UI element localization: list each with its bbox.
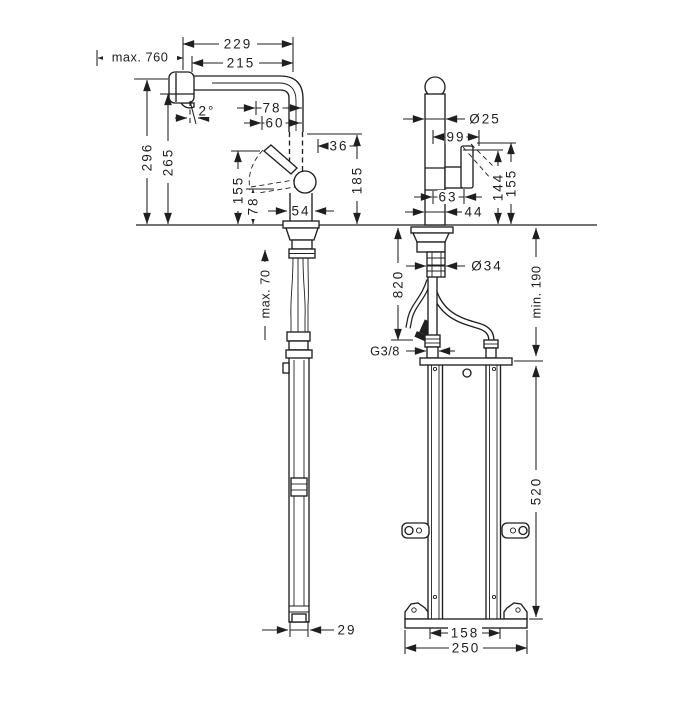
svg-text:max. 760: max. 760 <box>112 50 169 65</box>
svg-text:2°: 2° <box>199 104 216 119</box>
svg-text:78: 78 <box>246 196 261 215</box>
svg-text:max. 70: max. 70 <box>258 269 273 318</box>
front-sbox-body <box>419 357 513 619</box>
svg-text:54: 54 <box>291 204 310 219</box>
front-view <box>401 76 530 629</box>
svg-text:min. 190: min. 190 <box>529 265 544 318</box>
dim-side-29: 29 <box>336 623 358 638</box>
side-spout-outline <box>190 75 304 132</box>
dim-side-36: 36 <box>328 139 350 154</box>
dim-front-dia34: Ø34 <box>467 259 507 274</box>
dim-front-820: 820 <box>390 263 406 305</box>
front-handle <box>444 143 496 189</box>
front-right-port <box>483 339 499 359</box>
svg-text:Ø25: Ø25 <box>469 112 501 127</box>
svg-text:78: 78 <box>262 101 281 116</box>
dim-side-215: 215 <box>223 56 259 71</box>
dim-front-144: 144 <box>490 166 506 208</box>
svg-text:250: 250 <box>452 641 481 656</box>
front-sbox-feet <box>404 602 528 629</box>
side-sbox-tube <box>282 331 313 623</box>
dim-side-155: 155 <box>230 169 246 211</box>
svg-text:158: 158 <box>451 626 480 641</box>
svg-text:144: 144 <box>491 173 506 202</box>
dim-side-78-offset: 78 <box>261 101 283 116</box>
svg-text:44: 44 <box>464 205 483 220</box>
svg-text:60: 60 <box>265 116 284 131</box>
side-escutcheon-shank <box>285 227 319 259</box>
svg-text:155: 155 <box>231 176 246 205</box>
svg-text:63: 63 <box>438 190 457 205</box>
front-view-labels: Ø25 99 144 155 63 44 Ø34 820 G3/8 min. 1… <box>364 112 544 656</box>
dim-side-max760: max. 760 <box>103 50 177 65</box>
dim-front-63: 63 <box>437 190 459 205</box>
dim-front-dia25: Ø25 <box>465 112 505 127</box>
dim-side-296: 296 <box>139 136 155 178</box>
front-dimension-lines <box>391 115 543 654</box>
dim-side-78-height: 78 <box>245 193 261 219</box>
svg-text:265: 265 <box>161 148 176 177</box>
dim-side-max70: max. 70 <box>257 262 273 326</box>
svg-text:99: 99 <box>446 130 465 145</box>
dim-front-520: 520 <box>528 470 544 512</box>
dim-side-265: 265 <box>160 141 176 183</box>
dim-front-99: 99 <box>445 130 467 145</box>
front-straight-tube <box>424 277 441 359</box>
side-body-dashed <box>288 132 304 171</box>
dim-front-158: 158 <box>448 626 482 641</box>
svg-text:Ø34: Ø34 <box>471 259 503 274</box>
svg-text:215: 215 <box>227 56 256 71</box>
dim-front-thread-g38: G3/8 <box>364 344 406 359</box>
dim-side-angle: 2° <box>197 104 217 119</box>
svg-text:36: 36 <box>329 139 348 154</box>
svg-text:G3/8: G3/8 <box>370 344 400 359</box>
side-view-labels: 229 max. 760 215 2° 78 60 36 296 265 155 <box>103 37 365 638</box>
front-sbox-clips <box>401 522 530 539</box>
dim-front-250: 250 <box>449 641 483 656</box>
svg-text:185: 185 <box>350 166 365 195</box>
svg-text:820: 820 <box>391 270 406 299</box>
dim-side-185: 185 <box>349 159 365 201</box>
side-joint-ball <box>293 170 317 194</box>
front-hoses <box>405 279 495 346</box>
dim-front-44: 44 <box>463 205 485 220</box>
svg-text:296: 296 <box>140 143 155 172</box>
dim-side-60: 60 <box>264 116 286 131</box>
dim-side-54: 54 <box>291 204 311 219</box>
svg-text:155: 155 <box>504 169 519 198</box>
svg-text:29: 29 <box>337 623 356 638</box>
dim-front-155: 155 <box>503 162 519 204</box>
side-dimension-lines <box>96 37 362 637</box>
dim-front-min190: min. 190 <box>528 257 544 327</box>
svg-text:520: 520 <box>529 477 544 506</box>
side-handle-lever <box>248 144 298 195</box>
front-escutcheon-shank <box>410 226 454 278</box>
dim-side-229: 229 <box>219 37 257 52</box>
side-view <box>168 71 320 623</box>
side-spray-head <box>168 71 195 109</box>
svg-text:229: 229 <box>224 37 253 52</box>
side-hoses <box>290 257 309 332</box>
